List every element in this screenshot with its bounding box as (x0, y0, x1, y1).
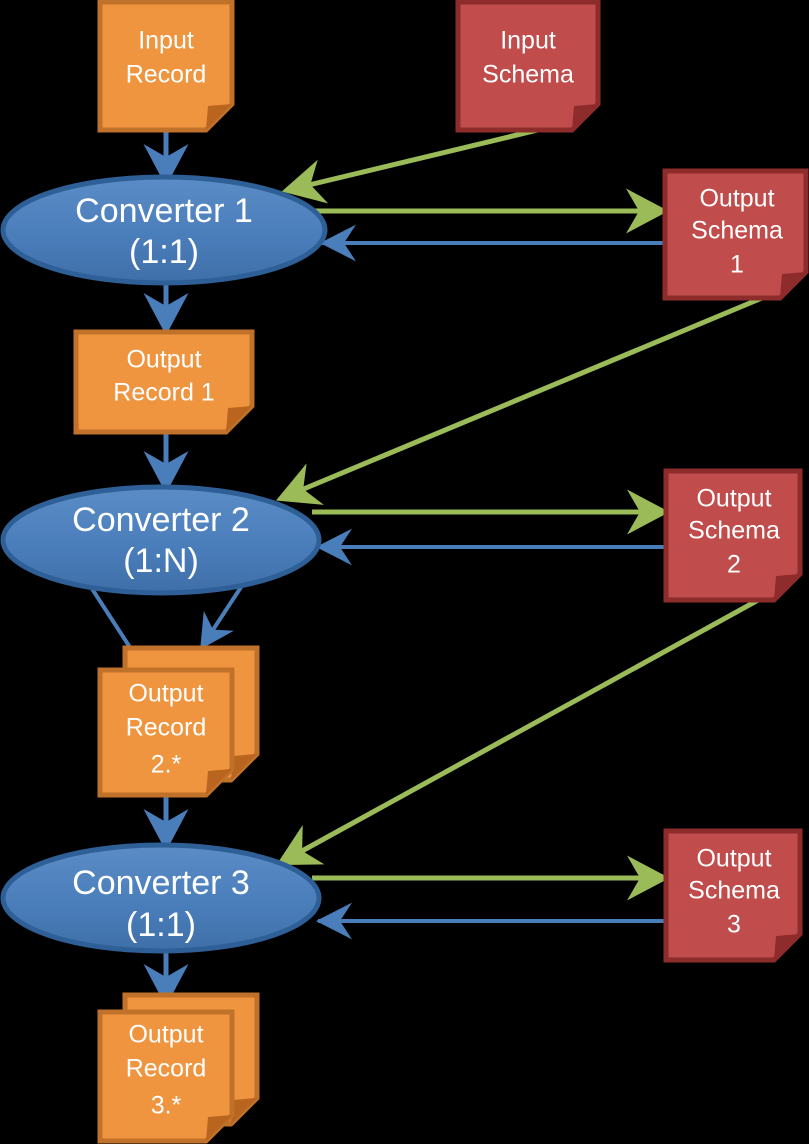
node-output-record-1[interactable]: Output Record 1 (73, 329, 255, 435)
output-record-3-label-line-2: Record (126, 1055, 207, 1083)
input-schema-label-line-2: Schema (482, 61, 574, 89)
node-output-record-2[interactable]: Output Record 2.* (97, 645, 260, 798)
converter-3-shape (0, 842, 322, 954)
converter-3-label-line-1: Converter 3 (72, 864, 250, 902)
input-schema-label-line-1: Input (500, 27, 556, 55)
output-schema-3-fold-icon (774, 934, 800, 960)
output-record-2-front-fold-icon (206, 769, 232, 795)
edge-input-schema-to-converter-1 (281, 125, 547, 204)
input-schema-fold-icon (572, 104, 598, 130)
converter-2-label-line-1: Converter 2 (72, 501, 250, 539)
input-record-label-line-2: Record (126, 61, 207, 89)
edge-output-schema-2-to-converter-3 (276, 595, 764, 866)
converter-3-label-line-2: (1:1) (126, 906, 196, 944)
input-record-label-line-1: Input (138, 27, 194, 55)
converter-1-shape (0, 174, 328, 286)
node-output-schema-1[interactable]: Output Schema 1 (662, 168, 809, 301)
output-schema-1-label-line-2: Schema (691, 217, 783, 245)
edge-layer-green (275, 125, 764, 901)
edge-layer-blue-flow (83, 128, 249, 1007)
node-output-record-3[interactable]: Output Record 3.* (97, 992, 260, 1144)
output-record-3-label-line-1: Output (128, 1021, 203, 1049)
output-schema-1-label-line-1: Output (699, 185, 774, 213)
converter-2-label-line-2: (1:N) (123, 542, 199, 580)
output-record-2-back-fold-icon (231, 754, 257, 780)
node-converter-2[interactable]: Converter 2 (1:N) (0, 484, 322, 596)
output-record-2-label-line-1: Output (128, 680, 203, 708)
output-schema-1-fold-icon (780, 272, 806, 298)
output-record-3-back-fold-icon (231, 1098, 257, 1124)
output-schema-2-fold-icon (774, 574, 800, 600)
output-record-3-label-line-3: 3.* (151, 1092, 182, 1120)
node-converter-1[interactable]: Converter 1 (1:1) (0, 174, 328, 286)
output-schema-2-label-line-2: Schema (688, 517, 780, 545)
converter-1-label-line-1: Converter 1 (75, 192, 253, 230)
output-record-2-label-line-3: 2.* (151, 751, 182, 779)
output-schema-2-label-line-1: Output (696, 485, 771, 513)
converter-1-label-line-2: (1:1) (129, 233, 199, 271)
output-record-3-front-fold-icon (206, 1115, 232, 1141)
node-output-schema-2[interactable]: Output Schema 2 (663, 468, 803, 603)
input-record-fold-icon (206, 104, 232, 130)
output-record-1-label-line-1: Output (126, 346, 201, 374)
node-input-record[interactable]: Input Record (97, 0, 235, 133)
output-record-1-label-line-2: Record 1 (113, 379, 214, 407)
output-schema-1-label-line-3: 1 (730, 251, 744, 279)
edge-output-schema-1-to-converter-2 (275, 295, 763, 505)
output-schema-3-label-line-3: 3 (727, 911, 741, 939)
output-schema-3-label-line-2: Schema (688, 877, 780, 905)
node-converter-3[interactable]: Converter 3 (1:1) (0, 842, 322, 954)
node-output-schema-3[interactable]: Output Schema 3 (663, 828, 803, 963)
converter-2-shape (0, 484, 322, 596)
node-input-schema[interactable]: Input Schema (455, 0, 601, 133)
output-schema-3-label-line-1: Output (696, 845, 771, 873)
edge-converter-2-to-output-record-2-right (200, 576, 249, 650)
output-record-2-label-line-2: Record (126, 714, 207, 742)
edge-layer-blue-return (316, 224, 666, 940)
output-schema-2-label-line-3: 2 (727, 551, 741, 579)
output-record-1-fold-icon (226, 406, 252, 432)
